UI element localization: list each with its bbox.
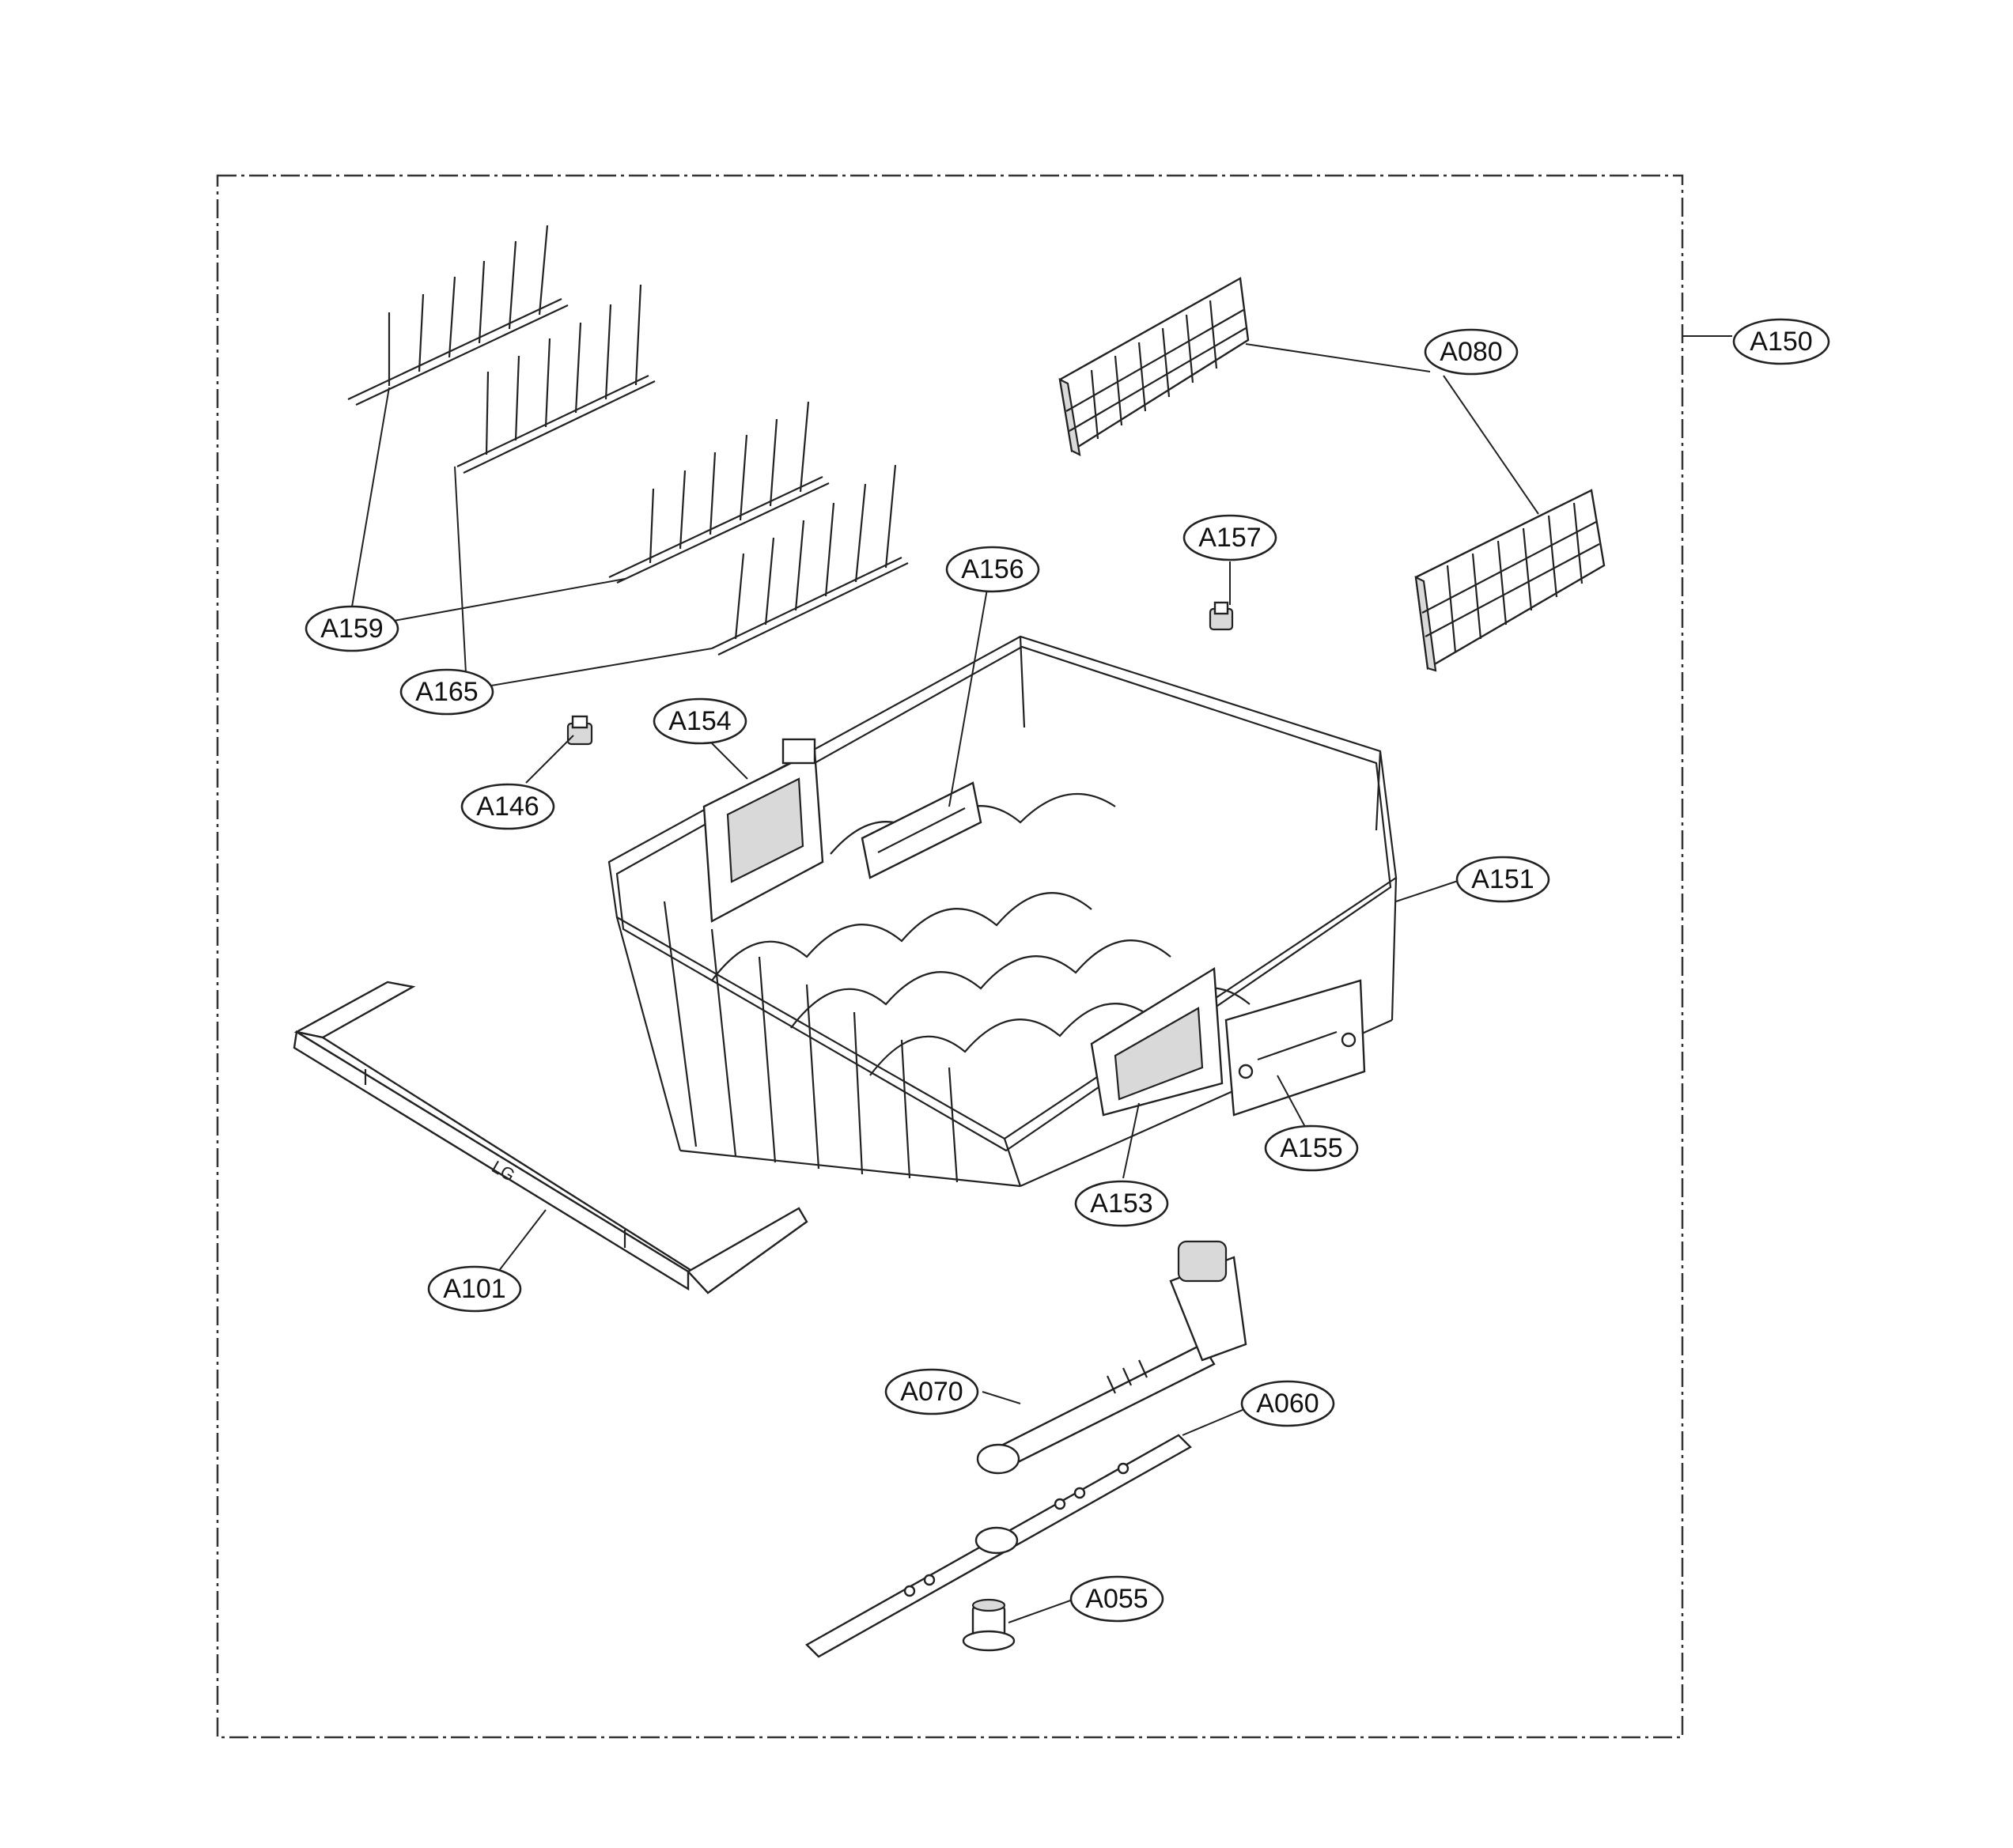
callout-a080-label: A080 [1440,337,1502,367]
callout-a157-label: A157 [1198,523,1261,553]
leader-lines [349,335,1732,1623]
tine-row-a159-lower [608,401,830,584]
tine-row-a165-upper [456,284,656,474]
callout-a060: A060 [1240,1380,1335,1427]
callout-a157: A157 [1182,514,1277,561]
callout-a151: A151 [1455,856,1550,903]
callout-a155-label: A155 [1280,1133,1342,1163]
callout-a101-label: A101 [443,1274,505,1304]
rack-handle-a101: LG [293,981,808,1294]
callout-a151-label: A151 [1471,864,1534,894]
callout-a153: A153 [1074,1180,1169,1227]
callout-a153-label: A153 [1090,1189,1152,1219]
callout-a080: A080 [1424,328,1519,376]
callout-a156: A156 [945,546,1040,593]
callout-a150: A150 [1732,318,1830,365]
rack-rail-a155 [1224,979,1366,1117]
callout-a146: A146 [460,783,555,830]
callout-a165-label: A165 [415,677,478,707]
clip-a146 [566,715,593,746]
callout-a159-label: A159 [320,614,383,644]
callout-a155: A155 [1264,1124,1359,1172]
tine-row-a159-upper [347,225,569,406]
callout-a150-label: A150 [1750,327,1812,357]
callout-a055-label: A055 [1085,1584,1148,1614]
clip-a157 [1209,601,1234,631]
callout-a060-label: A060 [1256,1389,1319,1419]
spray-arm-pipe-a070 [976,1240,1247,1475]
cup-shelf-lower [1414,489,1606,672]
spray-arm-a060 [805,1434,1192,1658]
callout-a159: A159 [305,605,399,652]
spray-arm-nut-a055 [962,1598,1016,1652]
callout-a101: A101 [427,1265,522,1313]
rail-bracket-a156 [861,781,982,879]
callout-a154: A154 [653,697,747,745]
callout-a154-label: A154 [668,706,731,736]
callout-a156-label: A156 [961,554,1024,584]
callout-a055: A055 [1069,1575,1164,1623]
tine-row-a165-lower [711,464,909,656]
assembly-frame [216,174,1684,1739]
rail-bracket-a153 [1090,966,1224,1117]
callout-a165: A165 [399,668,494,716]
callout-a070-label: A070 [900,1377,963,1407]
callout-a070: A070 [884,1368,979,1415]
rail-bracket-a154 [702,738,824,923]
callout-a146-label: A146 [476,792,539,822]
cup-shelf-upper [1058,277,1250,456]
